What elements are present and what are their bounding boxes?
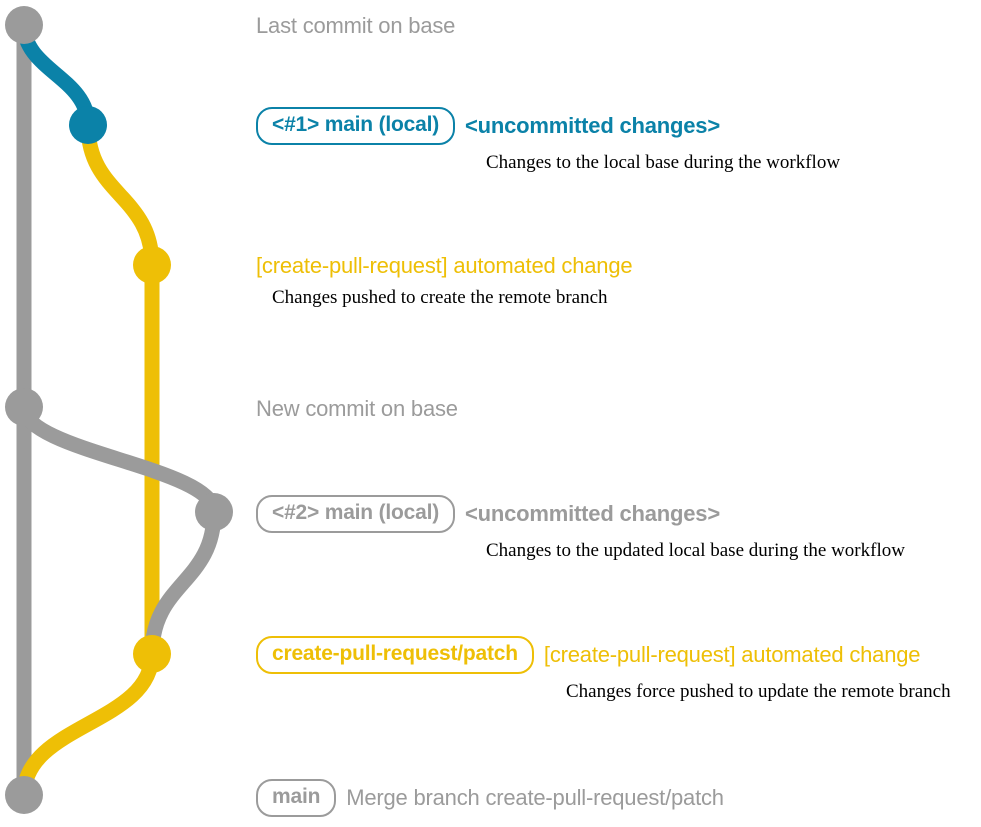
commit-node-patch-1[interactable] [133, 246, 171, 284]
branch-pill-main-local-1[interactable]: <#1> main (local) [256, 107, 456, 145]
commit-description-patch-2: Changes force pushed to update the remot… [566, 680, 951, 702]
commit-message-patch-1: [create-pull-request] automated change [256, 253, 633, 278]
label-new-commit-on-base: New commit on base [256, 396, 458, 421]
annotation-local-2: <#2> main (local) <uncommitted changes> … [256, 495, 905, 563]
annotation-new-commit-on-base: New commit on base [256, 396, 458, 422]
annotation-local-1: <#1> main (local) <uncommitted changes> … [256, 107, 840, 175]
annotation-patch-2: create-pull-request/patch [create-pull-r… [256, 636, 951, 704]
commit-node-base-last[interactable] [5, 6, 43, 44]
commit-message-local-2: <uncommitted changes> [465, 500, 720, 526]
commit-message-patch-2: [create-pull-request] automated change [543, 641, 921, 667]
commit-message-merge: Merge branch create-pull-request/patch [346, 784, 724, 810]
commit-description-patch-1: Changes pushed to create the remote bran… [272, 287, 608, 309]
commit-node-patch-2[interactable] [133, 635, 171, 673]
annotation-local-1-row: <#1> main (local) <uncommitted changes> [256, 107, 840, 145]
annotation-patch-1: [create-pull-request] automated change C… [256, 253, 633, 310]
annotation-last-commit-on-base: Last commit on base [256, 13, 455, 39]
edge-patch2-to-merge [16, 646, 160, 803]
edge-local1-to-patch1 [80, 117, 160, 273]
annotation-merge-row: main Merge branch create-pull-request/pa… [256, 779, 724, 817]
edge-local2-to-patch2 [144, 504, 222, 662]
annotation-merge: main Merge branch create-pull-request/pa… [256, 779, 724, 817]
commit-node-local-1[interactable] [69, 106, 107, 144]
commit-node-base-new[interactable] [5, 388, 43, 426]
commit-description-local-2: Changes to the updated local base during… [486, 539, 905, 561]
label-last-commit-on-base: Last commit on base [256, 13, 456, 38]
commit-message-local-1: <uncommitted changes> [465, 112, 720, 138]
commit-node-local-2[interactable] [195, 493, 233, 531]
branch-pill-main[interactable]: main [256, 779, 337, 817]
annotation-patch-2-row: create-pull-request/patch [create-pull-r… [256, 636, 951, 674]
commit-description-local-1: Changes to the local base during the wor… [486, 151, 841, 173]
commit-node-base-merge[interactable] [5, 776, 43, 814]
annotation-local-2-row: <#2> main (local) <uncommitted changes> [256, 495, 905, 533]
branch-pill-main-local-2[interactable]: <#2> main (local) [256, 495, 456, 533]
branch-pill-create-pull-request-patch[interactable]: create-pull-request/patch [256, 636, 534, 674]
